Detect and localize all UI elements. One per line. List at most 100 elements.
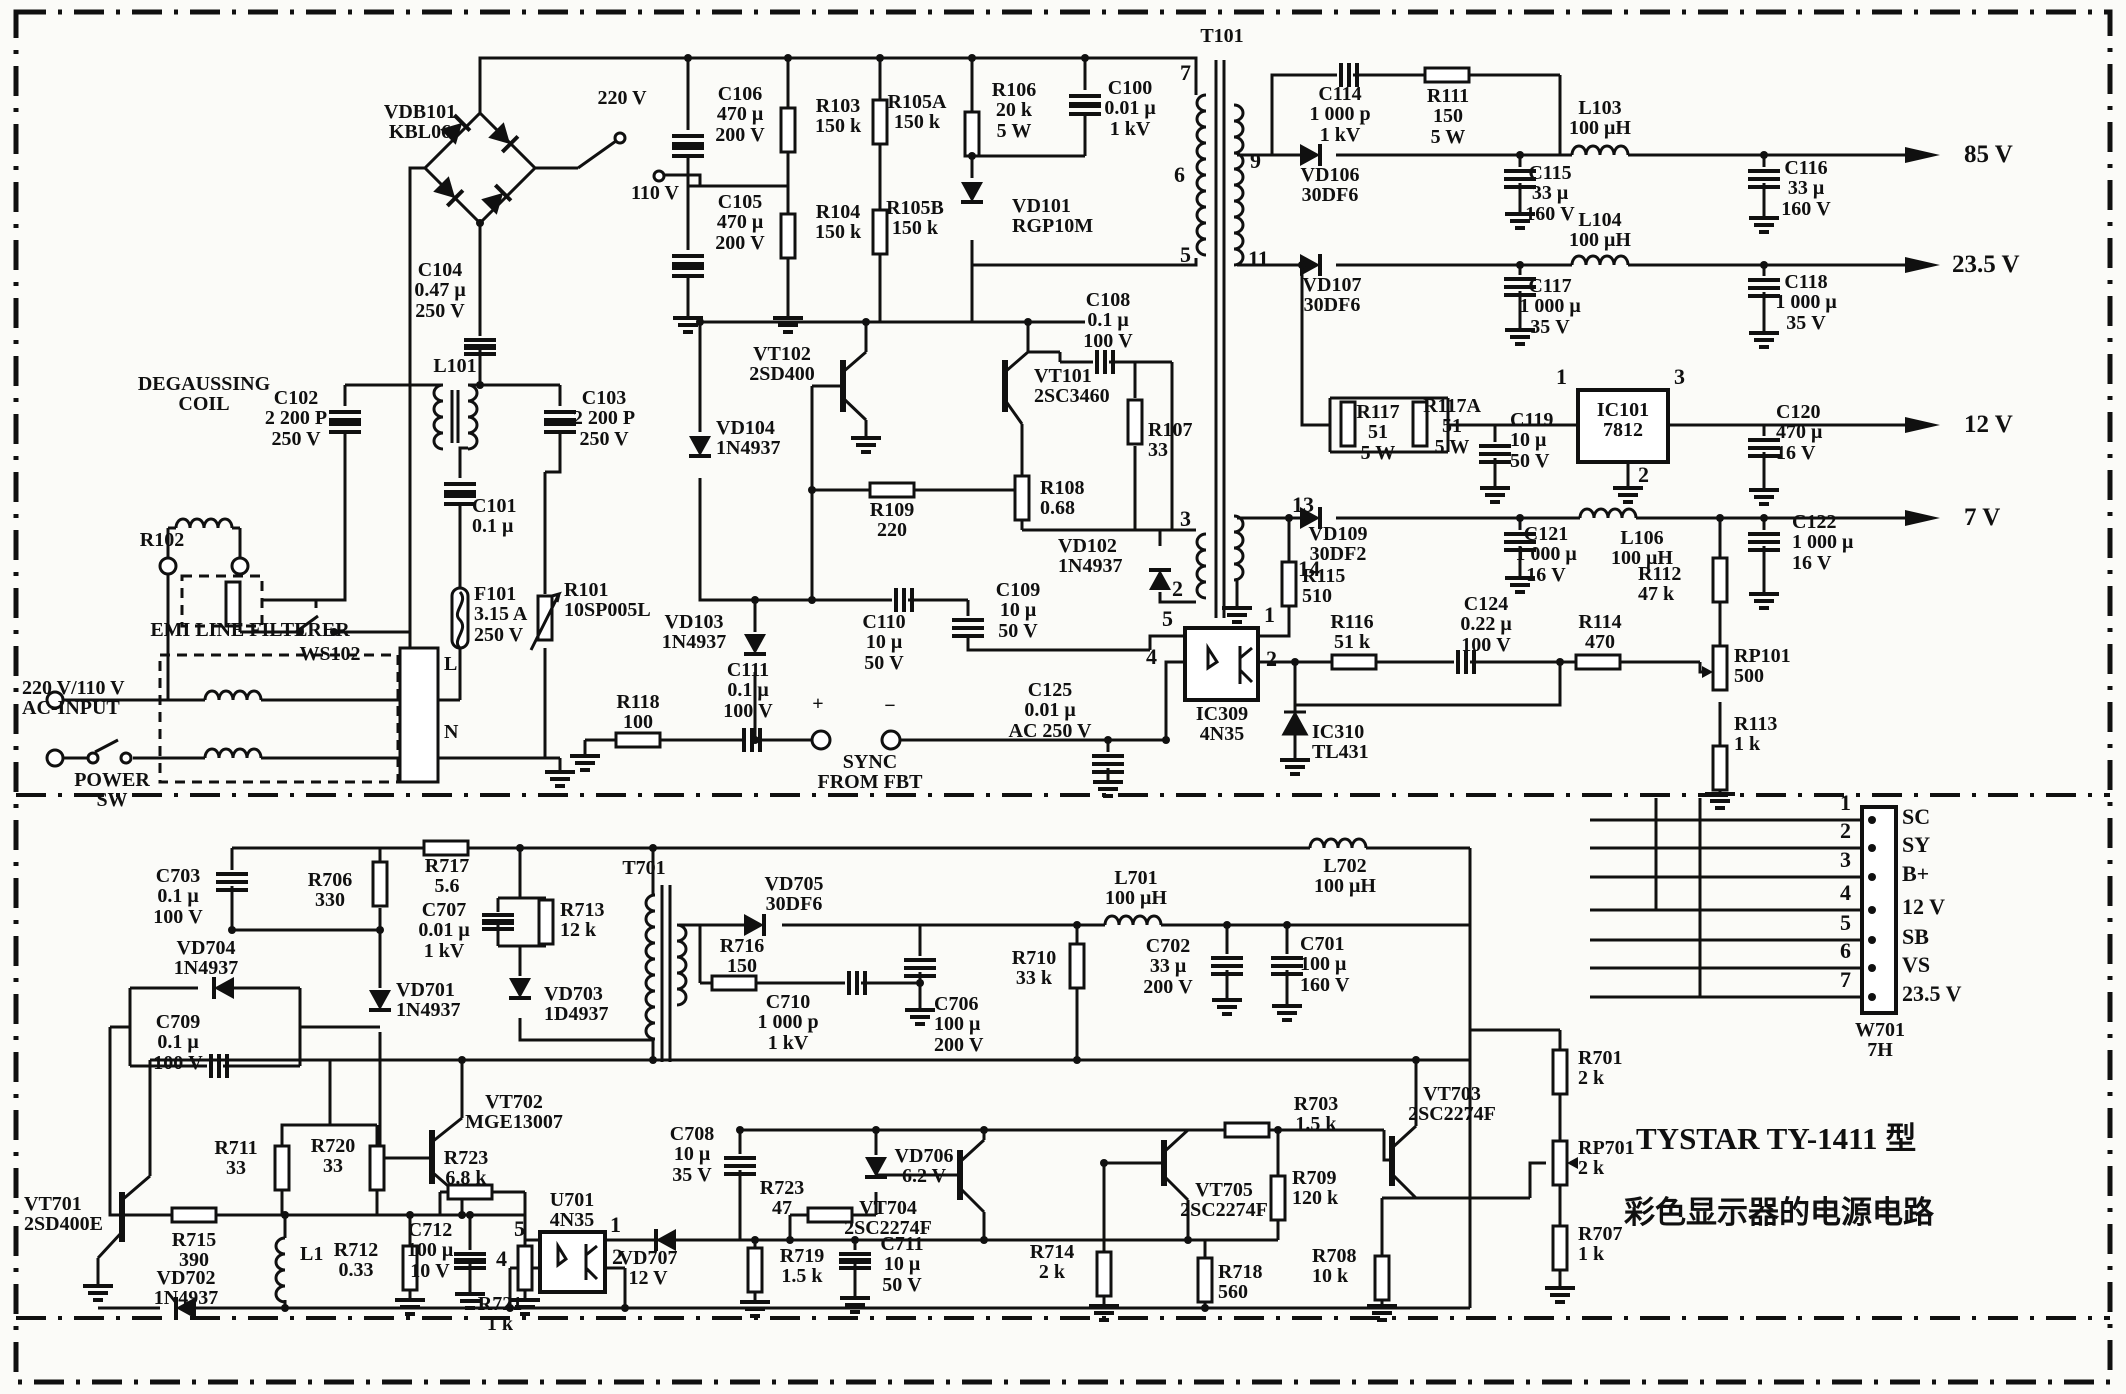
label-l701: L701 100 μH [1105, 867, 1167, 910]
label-vd109: VD109 30DF2 [1308, 523, 1368, 566]
opto-innards [556, 642, 1254, 1281]
label-vt701: VT701 2SD400E [24, 1193, 103, 1236]
label-r102: R102 [139, 529, 185, 551]
label-c119: C119 10 μ 50 V [1510, 409, 1554, 472]
label-c706: C706 100 μ 200 V [934, 993, 984, 1056]
label-vd704: VD704 1N4937 [173, 937, 239, 980]
label-vdb101: VDB101 KBL06 [383, 101, 457, 144]
label-r716: R716 150 [719, 935, 765, 978]
l104-icon [1570, 254, 1630, 267]
label-r115: R115 510 [1302, 565, 1346, 608]
label-r109: R109 220 [869, 499, 915, 542]
label-r723a: R723 6.8 k [443, 1147, 489, 1190]
label-c118: C118 1 000 μ 35 V [1775, 271, 1837, 334]
u701-pin-2: 2 [612, 1244, 623, 1269]
w701-pin-num-6: 6 [1840, 938, 1851, 963]
w701-pin-num-5: 5 [1840, 910, 1851, 935]
u701-pin-4: 4 [496, 1246, 507, 1271]
label-ac-input: 220 V/110 V AC-INPUT [22, 677, 125, 720]
w701-pin-num-3: 3 [1840, 847, 1851, 872]
label-c703: C703 0.1 μ 100 V [153, 865, 203, 928]
l103-icon [1570, 144, 1630, 157]
label-c106: C106 470 μ 200 V [715, 83, 765, 146]
label-c116: C116 33 μ 160 V [1781, 157, 1831, 220]
varistor-r101-icon [529, 591, 562, 651]
selector-110-contact[interactable] [652, 169, 666, 183]
label-r707: R707 1 k [1578, 1223, 1623, 1266]
title-model: TYSTAR TY-1411 型 [1636, 1121, 1917, 1156]
label-vd702: VD702 1N4937 [153, 1267, 219, 1310]
w701-pin-label-bplus: B+ [1902, 861, 1930, 886]
ws102-contact[interactable] [330, 628, 338, 636]
ic309-pin-4: 4 [1146, 644, 1157, 669]
bridge-diode-icon [481, 185, 511, 215]
label-c702: C702 33 μ 200 V [1143, 935, 1193, 998]
label-f101: F101 3.15 A 250 V [474, 583, 528, 646]
ic101-box [1576, 388, 1670, 464]
label-c707: C707 0.01 μ 1 kV [418, 899, 470, 962]
ic101-pin-3: 3 [1674, 364, 1685, 389]
terminals [45, 131, 902, 768]
label-c712: C712 100 μ 10 V [406, 1219, 454, 1282]
output-23-5v: 23.5 V [1952, 251, 2020, 278]
l106-icon [1578, 507, 1638, 520]
label-vt101: VT101 2SC3460 [1034, 365, 1110, 408]
label-c103: C103 2 200 P 250 V [572, 387, 636, 450]
label-vd103: VD103 1N4937 [661, 611, 727, 654]
power-switch-contact[interactable] [86, 751, 100, 765]
label-c102: C102 2 200 P 250 V [264, 387, 328, 450]
r102-box [180, 574, 264, 628]
component-boxes [398, 388, 1898, 1294]
w701-connector-box [1860, 805, 1898, 1015]
label-r723b: R723 47 [759, 1177, 805, 1220]
line-filter-block [398, 646, 440, 784]
label-c100: C100 0.01 μ 1 kV [1104, 77, 1156, 140]
label-r706: R706 330 [307, 869, 353, 912]
label-c120: C120 470 μ 16 V [1776, 401, 1823, 464]
label-l101: L101 [433, 355, 477, 377]
label-selector-110: 110 V [631, 182, 679, 204]
output-85v: 85 V [1964, 141, 2013, 168]
label-r712: R712 0.33 [333, 1239, 379, 1282]
label-c108: C108 0.1 μ 100 V [1083, 289, 1133, 352]
rp101-icon [1711, 644, 1729, 692]
label-t701: T701 [622, 857, 666, 879]
w701-pin-label-23-5v: 23.5 V [1902, 981, 1962, 1006]
ic101-pin-2: 2 [1638, 462, 1649, 487]
label-selector-220: 220 V [597, 87, 647, 109]
label-vd701: VD701 1N4937 [396, 979, 461, 1022]
label-vt703: VT703 2SC2274F [1408, 1083, 1496, 1126]
ws102-contact[interactable] [296, 628, 304, 636]
label-w701: W701 7H [1855, 1019, 1905, 1062]
label-l1: L1 [300, 1243, 324, 1265]
label-ic309: IC309 4N35 [1195, 703, 1249, 746]
vd102-icon [1147, 568, 1173, 592]
emi-filter-box [158, 653, 400, 784]
label-vd706: VD706 6.2 V [894, 1145, 954, 1188]
label-vd104: VD104 1N4937 [716, 417, 781, 460]
vd103-icon [742, 632, 768, 656]
power-switch-contact[interactable] [119, 751, 133, 765]
label-c101: C101 0.1 μ [472, 495, 517, 538]
label-c711: C711 10 μ 50 V [880, 1233, 924, 1296]
label-c701: C701 100 μ 160 V [1300, 933, 1350, 996]
w701-pin-label-sc: SC [1902, 804, 1931, 829]
sync-minus-terminal [880, 729, 902, 751]
l701-icon [1103, 914, 1163, 927]
label-r708: R708 10 k [1312, 1245, 1357, 1288]
ic309-pin-1: 1 [1264, 602, 1275, 627]
label-ic101: IC101 7812 [1596, 399, 1650, 442]
label-line-l: L [444, 653, 458, 675]
label-vd106: VD106 30DF6 [1300, 164, 1360, 207]
label-degaussing-coil: DEGAUSSING COIL [137, 373, 271, 416]
potentiometers [1551, 644, 1729, 1187]
label-l702: L702 100 μH [1314, 855, 1376, 898]
vd101-icon [959, 180, 985, 204]
label-vd703: VD703 1D4937 [544, 983, 609, 1026]
label-c709: C709 0.1 μ 100 V [153, 1011, 203, 1074]
label-r108: R108 0.68 [1040, 477, 1085, 520]
label-vt705: VT705 2SC2274F [1180, 1179, 1268, 1222]
label-vt102: VT102 2SD400 [749, 343, 815, 386]
selector-220-contact[interactable] [613, 131, 627, 145]
